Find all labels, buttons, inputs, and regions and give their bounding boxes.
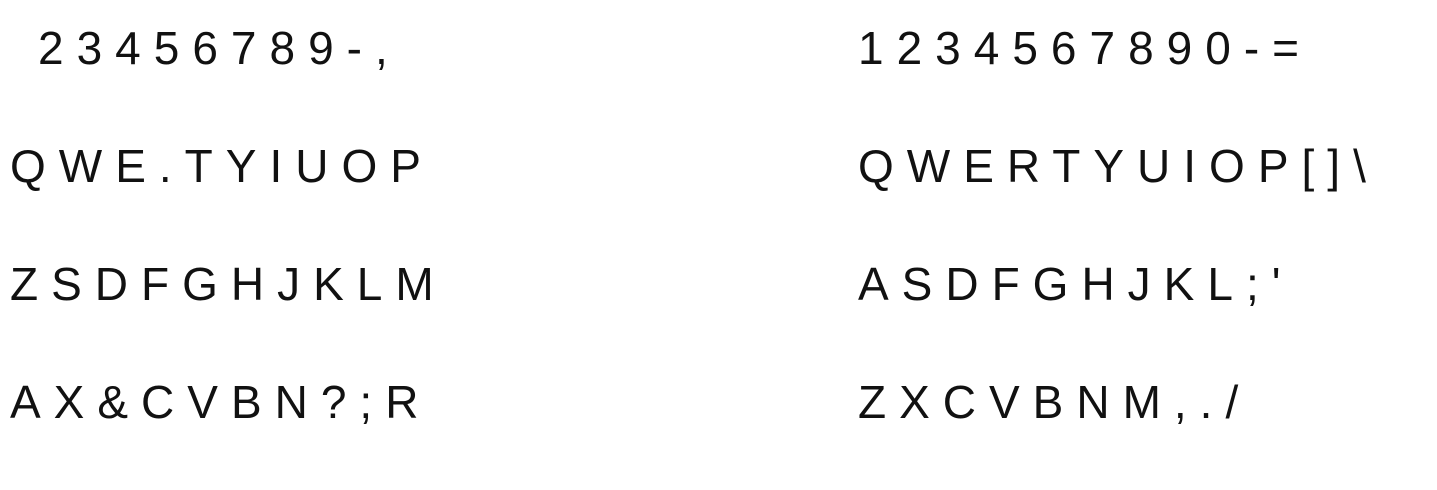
left-row-1: 23456789-, [38, 22, 401, 74]
right-row-1: 1234567890-= [858, 22, 1313, 74]
keyboard-layout-comparison: 23456789-, QWE.TYIUOP ZSDFGHJKLM AX&CVBN… [10, 22, 1366, 428]
right-row-3: ASDFGHJKL;' [858, 258, 1294, 310]
left-row-4: AX&CVBN?;R [10, 376, 432, 428]
right-row-4: ZXCVBNM,./ [858, 376, 1252, 428]
right-row-2: QWERTYUIOP[]\ [858, 140, 1379, 192]
left-row-3: ZSDFGHJKLM [10, 258, 447, 310]
left-keyboard-layout: 23456789-, QWE.TYIUOP ZSDFGHJKLM AX&CVBN… [10, 18, 610, 490]
left-row-2: QWE.TYIUOP [10, 140, 434, 192]
right-keyboard-layout: 1234567890-= QWERTYUIOP[]\ ASDFGHJKL;' Z… [858, 18, 1433, 490]
